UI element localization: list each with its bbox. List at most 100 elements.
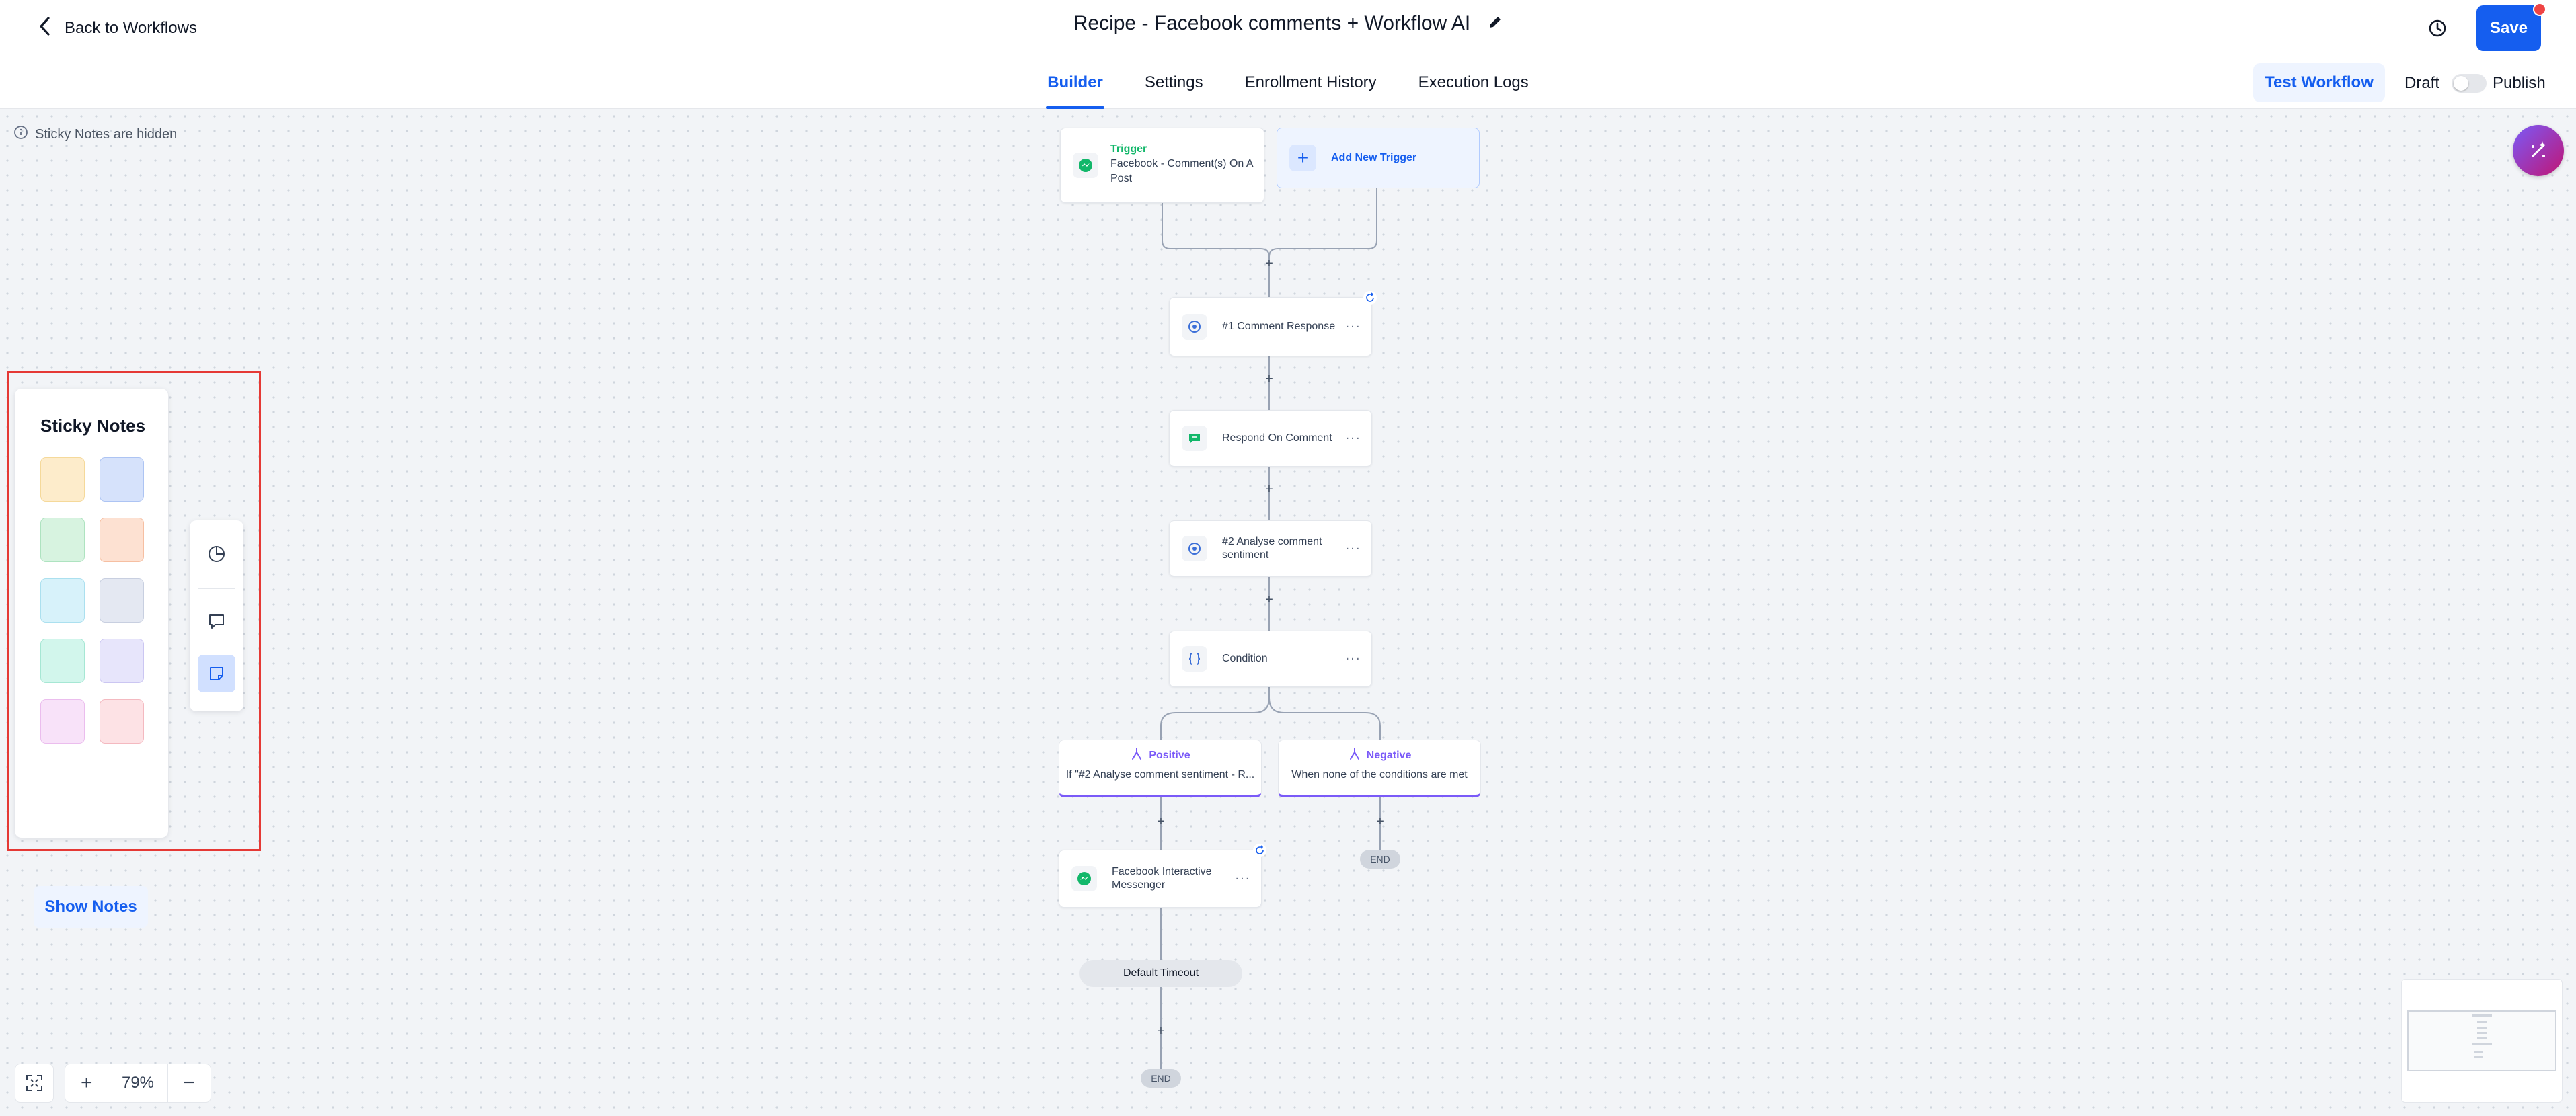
tab-settings[interactable]: Settings <box>1144 73 1203 91</box>
add-step-plus[interactable]: + <box>1157 814 1165 829</box>
trigger-kind-label: Trigger <box>1110 143 1147 155</box>
branch-description: When none of the conditions are met <box>1291 769 1468 781</box>
sticky-swatch-mint[interactable] <box>40 639 85 683</box>
sticky-swatch-orange[interactable] <box>100 518 144 562</box>
fit-to-screen-icon[interactable] <box>15 1064 54 1103</box>
canvas-tool-strip <box>190 520 243 711</box>
sticky-swatch-blue[interactable] <box>100 457 144 502</box>
zoom-controls: + 79% − <box>65 1064 211 1103</box>
workflow-title: Recipe - Facebook comments + Workflow AI <box>1073 12 1471 34</box>
add-step-plus[interactable]: + <box>1265 256 1273 271</box>
branch-positive[interactable]: Positive If "#2 Analyse comment sentimen… <box>1059 740 1262 797</box>
sticky-notes-title: Sticky Notes <box>40 415 146 436</box>
add-step-plus[interactable]: + <box>1157 1024 1165 1039</box>
sync-icon <box>1363 291 1377 305</box>
tab-builder[interactable]: Builder <box>1046 56 1104 109</box>
sticky-swatch-gray[interactable] <box>100 578 144 623</box>
braces-icon <box>1182 646 1207 672</box>
back-label: Back to Workflows <box>65 19 197 37</box>
ai-icon <box>1182 314 1207 340</box>
comment-icon[interactable] <box>198 602 235 640</box>
more-options-icon[interactable]: ··· <box>1345 430 1361 446</box>
sticky-note-icon[interactable] <box>198 655 235 692</box>
step-label: Condition <box>1222 653 1268 664</box>
add-step-plus[interactable]: + <box>1376 814 1384 829</box>
minimap-nodes <box>2472 1014 2492 1058</box>
publish-toggle[interactable] <box>2452 74 2487 93</box>
step-label: Facebook Interactive Messenger <box>1112 866 1212 891</box>
branch-icon <box>1130 747 1143 764</box>
sticky-swatch-cyan[interactable] <box>40 578 85 623</box>
test-workflow-button[interactable]: Test Workflow <box>2253 63 2385 102</box>
sticky-swatch-lavender[interactable] <box>100 639 144 683</box>
branch-description: If "#2 Analyse comment sentiment - R... <box>1065 769 1255 781</box>
step-node-facebook-messenger[interactable]: Facebook Interactive Messenger ··· <box>1059 844 1266 908</box>
toggle-knob <box>2454 76 2468 91</box>
sticky-notes-panel: Sticky Notes Show Notes <box>15 389 168 928</box>
version-history-icon[interactable] <box>2424 15 2451 42</box>
add-new-trigger-button[interactable]: + Add New Trigger <box>1277 128 1480 188</box>
zoom-in-button[interactable]: + <box>80 1072 93 1094</box>
tab-bar: Builder Settings Enrollment History Exec… <box>0 56 2576 109</box>
more-options-icon[interactable]: ··· <box>1345 541 1361 556</box>
publish-label: Publish <box>2493 74 2546 92</box>
trigger-name: Facebook - Comment(s) On A Post <box>1110 158 1253 184</box>
more-options-icon[interactable]: ··· <box>1345 319 1361 334</box>
ai-assistant-button[interactable] <box>2513 125 2564 176</box>
chevron-left-icon <box>38 16 52 41</box>
sticky-hidden-label: Sticky Notes are hidden <box>35 126 178 142</box>
sticky-swatch-yellow[interactable] <box>40 457 85 502</box>
messenger-icon <box>1073 153 1098 178</box>
tabs: Builder Settings Enrollment History Exec… <box>0 56 2576 109</box>
edit-pencil-icon[interactable] <box>1488 12 1503 35</box>
connector-lines <box>1160 188 1381 1077</box>
end-marker: END <box>1141 1069 1181 1088</box>
step-label: Respond On Comment <box>1222 432 1332 444</box>
top-header: Back to Workflows Recipe - Facebook comm… <box>0 0 2576 56</box>
page-title-wrap: Recipe - Facebook comments + Workflow AI <box>0 12 2576 35</box>
step-node-condition[interactable]: Condition ··· <box>1169 631 1372 687</box>
stats-pie-icon[interactable] <box>198 535 235 573</box>
end-marker: END <box>1360 850 1400 869</box>
tab-enrollment-history[interactable]: Enrollment History <box>1244 73 1377 91</box>
branch-name: Positive <box>1149 749 1190 761</box>
ai-icon <box>1182 536 1207 561</box>
step-label: #2 Analyse comment sentiment <box>1222 536 1322 561</box>
show-notes-button[interactable]: Show Notes <box>34 886 148 928</box>
add-step-plus[interactable]: + <box>1265 592 1273 607</box>
minimap-viewport[interactable] <box>2407 1010 2556 1071</box>
branch-name: Negative <box>1366 749 1412 761</box>
plus-icon: + <box>1289 145 1316 171</box>
draft-label: Draft <box>2404 74 2440 92</box>
trigger-node[interactable]: Trigger Facebook - Comment(s) On A Post <box>1060 128 1264 203</box>
add-step-plus[interactable]: + <box>1265 482 1273 497</box>
save-button[interactable]: Save <box>2476 5 2541 51</box>
sticky-swatch-green[interactable] <box>40 518 85 562</box>
minimap[interactable] <box>2401 979 2563 1103</box>
sticky-notes-hidden-notice: Sticky Notes are hidden <box>13 125 177 144</box>
workflow-canvas[interactable]: Sticky Notes are hidden Trigger Facebook… <box>0 109 2576 1116</box>
zoom-out-button[interactable]: − <box>183 1072 196 1094</box>
sync-icon <box>1253 844 1266 857</box>
step-node-analyse-sentiment[interactable]: #2 Analyse comment sentiment ··· <box>1169 520 1372 577</box>
add-trigger-label: Add New Trigger <box>1331 152 1417 163</box>
more-options-icon[interactable]: ··· <box>1345 651 1361 666</box>
back-to-workflows-link[interactable]: Back to Workflows <box>38 15 197 42</box>
step-node-respond-on-comment[interactable]: Respond On Comment ··· <box>1169 410 1372 467</box>
branch-icon <box>1348 747 1361 764</box>
step-node-comment-response[interactable]: #1 Comment Response ··· <box>1169 291 1377 356</box>
branch-negative[interactable]: Negative When none of the conditions are… <box>1278 740 1481 797</box>
sticky-swatch-rose[interactable] <box>100 699 144 744</box>
more-options-icon[interactable]: ··· <box>1235 871 1250 886</box>
zoom-level: 79% <box>108 1064 168 1102</box>
step-label: #1 Comment Response <box>1222 321 1336 332</box>
add-step-plus[interactable]: + <box>1265 372 1273 387</box>
tab-execution-logs[interactable]: Execution Logs <box>1418 73 1529 91</box>
message-icon <box>1182 426 1207 451</box>
sticky-swatch-pink[interactable] <box>40 699 85 744</box>
info-icon <box>13 125 28 144</box>
tool-divider <box>198 588 235 589</box>
messenger-icon <box>1071 866 1097 891</box>
default-timeout-pill[interactable]: Default Timeout <box>1079 960 1242 987</box>
unsaved-indicator <box>2533 3 2546 16</box>
